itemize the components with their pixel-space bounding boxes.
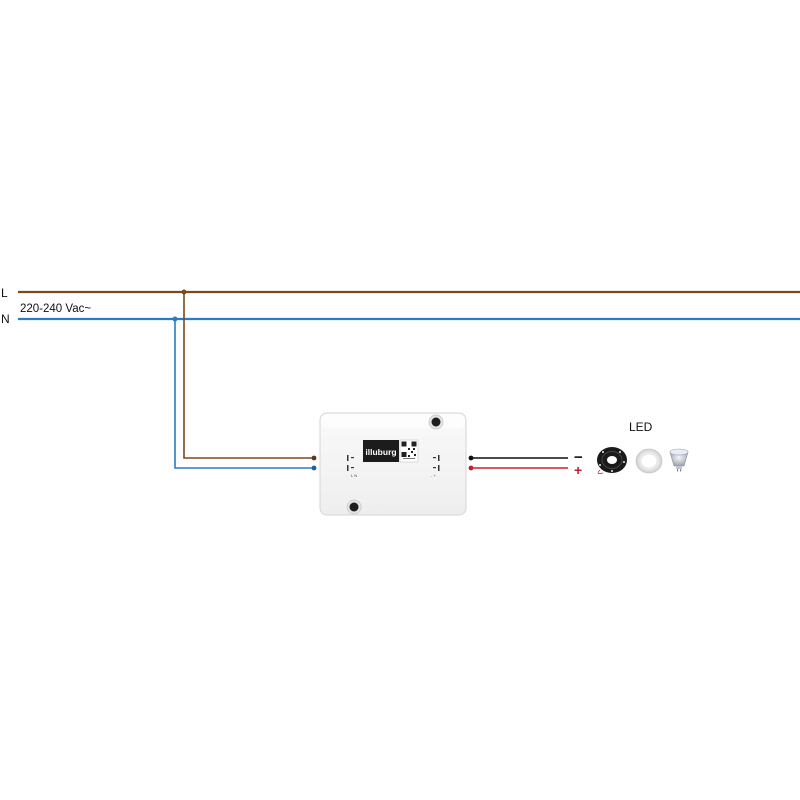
- brand-logo-text: illuburg: [365, 447, 396, 457]
- input-terminal-block: [347, 455, 354, 471]
- qr-code-icon: [399, 439, 419, 463]
- neutral-label: N: [1, 312, 10, 326]
- brand-plate: [363, 440, 399, 462]
- voltage-label: 220-240 Vac~: [20, 303, 91, 315]
- output-terminal-block: [433, 455, 440, 471]
- bottom-screw-icon: [346, 499, 362, 515]
- led-driver-box: illuburg L N - +: [319, 412, 467, 516]
- led-downlight-icon: [635, 448, 663, 474]
- gu10-led-bulb-icon: [669, 448, 689, 472]
- line-drop-wire: [183, 292, 316, 459]
- line-label: L: [1, 286, 8, 300]
- plus-label: +: [574, 462, 582, 478]
- line-input-dot: [311, 455, 317, 461]
- neutral-input-dot: [311, 465, 317, 471]
- led-label: LED: [629, 420, 653, 434]
- input-terminal-label: L N: [351, 473, 357, 478]
- led-strip-reel-icon: [597, 447, 627, 474]
- minus-label: −: [574, 449, 583, 466]
- neutral-drop-wire: [174, 319, 316, 469]
- output-terminal-label: - +: [431, 473, 436, 478]
- top-screw-icon: [428, 414, 444, 430]
